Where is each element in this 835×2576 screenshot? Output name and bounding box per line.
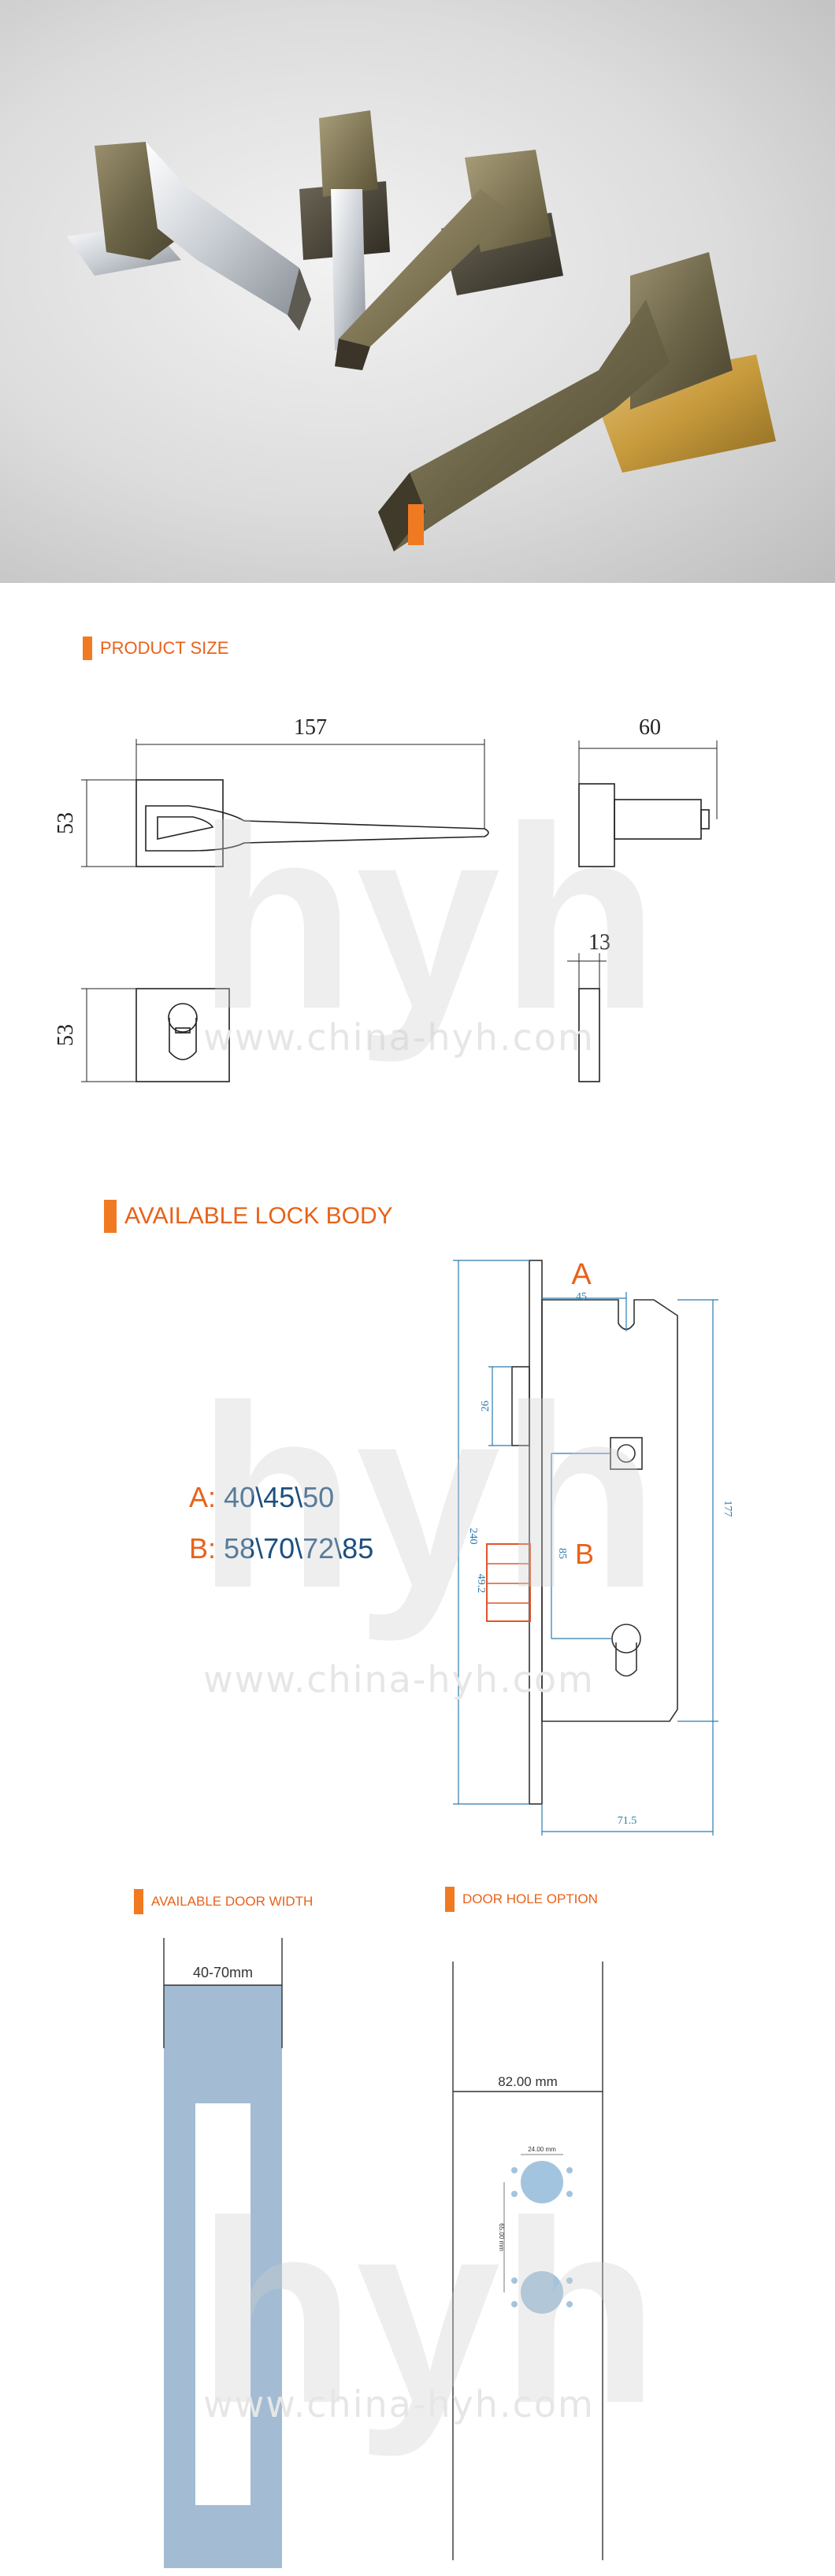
lock-label-a: A — [571, 1258, 592, 1291]
lock-label-b: B — [575, 1538, 594, 1570]
spec-b-values: 58\70\72\85 — [224, 1532, 374, 1565]
watermark-logo: hyh — [197, 2166, 659, 2457]
product-size-heading: PRODUCT SIZE — [83, 637, 228, 660]
lock-body-title: AVAILABLE LOCK BODY — [124, 1203, 393, 1229]
rose-back — [135, 988, 230, 1082]
lock-spec-b: B: 58\70\72\85 — [189, 1532, 373, 1565]
hole-bottom — [521, 2271, 563, 2314]
section-marker-icon — [83, 637, 92, 660]
product-size-drawing: 157 53 60 53 13 — [54, 715, 718, 1082]
handle-lever-outline — [145, 805, 489, 852]
dim-49-2: 49.2 — [475, 1574, 487, 1594]
section-marker-icon — [445, 1887, 455, 1912]
lock-case — [541, 1299, 678, 1722]
dim-240: 240 — [467, 1528, 479, 1545]
watermark-url: www.china-hyh.com — [203, 1658, 595, 1701]
spec-a-values: 40\45\50 — [224, 1481, 335, 1513]
door-width-drawing: 40-70mm — [163, 1938, 283, 2568]
dim-45: 45 — [576, 1291, 587, 1303]
door-hole-heading: DOOR HOLE OPTION — [445, 1887, 598, 1912]
door-hole-spacing: 65.00 mm — [498, 2223, 505, 2251]
watermark-url: www.china-hyh.com — [203, 2383, 595, 2426]
dim-26: 26 — [480, 1401, 492, 1412]
dim-71-5: 71.5 — [618, 1815, 637, 1827]
watermark-logo: hyh — [197, 1351, 659, 1642]
dim-rose-height: 53 — [54, 1024, 78, 1046]
hero-product-photo — [0, 0, 835, 583]
door-width-title: AVAILABLE DOOR WIDTH — [151, 1894, 314, 1909]
dim-handle-height: 53 — [54, 812, 78, 834]
lock-spec-a: A: 40\45\50 — [189, 1481, 334, 1514]
dim-rose-thickness: 13 — [588, 930, 610, 955]
door-cutout — [195, 2103, 250, 2505]
door-width-heading: AVAILABLE DOOR WIDTH — [134, 1889, 313, 1914]
door-hole-diameter: 24.00 mm — [528, 2146, 556, 2153]
section-marker-icon — [104, 1200, 117, 1233]
lock-body-drawing: A 45 26 240 85 B 49.2 177 71.5 — [453, 1258, 733, 1835]
section-marker-icon — [134, 1889, 143, 1914]
handle-rose-front — [135, 779, 224, 867]
door-handles-illustration — [67, 110, 776, 551]
dim-projection: 60 — [639, 715, 661, 740]
latch-bolt — [511, 1366, 530, 1446]
dim-177: 177 — [722, 1501, 733, 1517]
watermark-url: www.china-hyh.com — [203, 1016, 595, 1059]
dim-length: 157 — [294, 715, 327, 740]
product-size-title: PRODUCT SIZE — [100, 638, 229, 658]
spec-b-prefix: B: — [189, 1532, 217, 1565]
hole-top — [521, 2161, 563, 2203]
dim-85: 85 — [556, 1548, 568, 1559]
spec-a-prefix: A: — [189, 1481, 217, 1513]
watermark-logo: hyh — [197, 772, 659, 1063]
deadbolt — [486, 1543, 531, 1622]
lock-body-heading: AVAILABLE LOCK BODY — [104, 1200, 393, 1233]
door-hole-width: 82.00 mm — [498, 2074, 558, 2089]
door-hole-title: DOOR HOLE OPTION — [462, 1891, 598, 1906]
door-width-range: 40-70mm — [193, 1965, 253, 1980]
door-hole-drawing: 82.00 mm 24.00 mm 65.00 mm — [452, 1962, 603, 2560]
